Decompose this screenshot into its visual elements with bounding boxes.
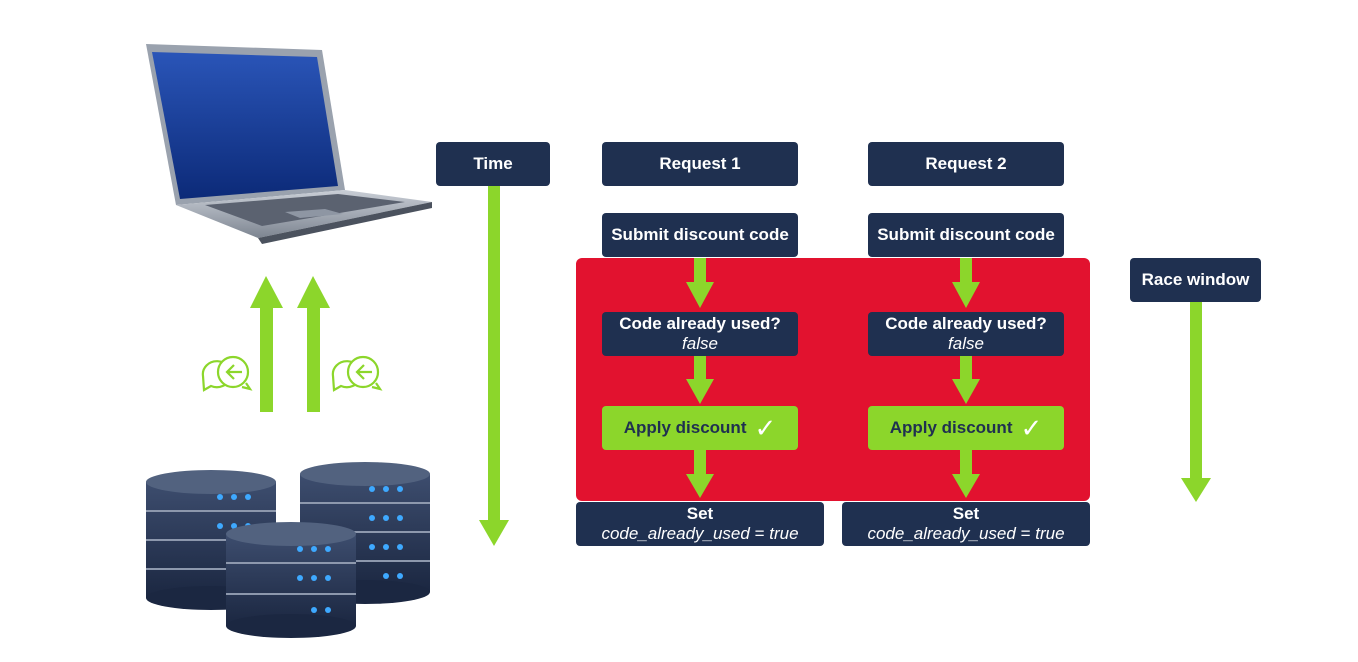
race-window-region xyxy=(576,258,1090,501)
check-question: Code already used? xyxy=(885,314,1047,333)
apply-discount-step: Apply discount ✓ xyxy=(602,406,798,450)
request-title: Request 2 xyxy=(925,154,1007,173)
time-arrow xyxy=(479,186,509,546)
race-window-label: Race window xyxy=(1130,258,1261,302)
set-value: true xyxy=(1035,524,1065,543)
apply-label: Apply discount xyxy=(623,418,747,437)
check-question: Code already used? xyxy=(619,314,781,333)
check-answer: false xyxy=(682,334,718,353)
set-value: true xyxy=(769,524,799,543)
upward-arrow-left xyxy=(250,276,283,412)
apply-discount-step: Apply discount ✓ xyxy=(868,406,1064,450)
code-check-step: Code already used? false xyxy=(868,312,1064,356)
submit-discount-step: Submit discount code xyxy=(602,213,798,257)
set-equals: = xyxy=(749,524,770,543)
set-equals: = xyxy=(1015,524,1036,543)
race-window-label-text: Race window xyxy=(1141,270,1250,289)
set-variable: code_already_used xyxy=(601,524,750,543)
set-variable: code_already_used xyxy=(867,524,1016,543)
request2-arrows xyxy=(952,258,980,498)
request-2-header: Request 2 xyxy=(868,142,1064,186)
set-flag-step: Set code_already_used = true xyxy=(842,502,1090,546)
request-title: Request 1 xyxy=(659,154,741,173)
checkmark-icon: ✓ xyxy=(754,412,777,443)
step-label: Submit discount code xyxy=(877,225,1055,244)
laptop-icon xyxy=(146,44,432,244)
set-title: Set xyxy=(952,504,980,523)
server-stack-icon xyxy=(146,462,430,638)
set-flag-step: Set code_already_used = true xyxy=(576,502,824,546)
code-check-step: Code already used? false xyxy=(602,312,798,356)
submit-discount-step: Submit discount code xyxy=(868,213,1064,257)
request1-arrows xyxy=(686,258,714,498)
set-expression: code_already_used = true xyxy=(601,524,798,544)
apply-label: Apply discount xyxy=(889,418,1013,437)
set-expression: code_already_used = true xyxy=(867,524,1064,544)
upward-arrow-right xyxy=(297,276,330,412)
chat-reply-icon xyxy=(331,355,383,392)
time-label-text: Time xyxy=(473,154,513,173)
chat-reply-icon xyxy=(201,355,253,392)
race-window-arrow xyxy=(1181,302,1211,502)
request-1-header: Request 1 xyxy=(602,142,798,186)
checkmark-icon: ✓ xyxy=(1020,412,1043,443)
set-title: Set xyxy=(686,504,714,523)
check-answer: false xyxy=(948,334,984,353)
step-label: Submit discount code xyxy=(611,225,789,244)
time-label: Time xyxy=(436,142,550,186)
